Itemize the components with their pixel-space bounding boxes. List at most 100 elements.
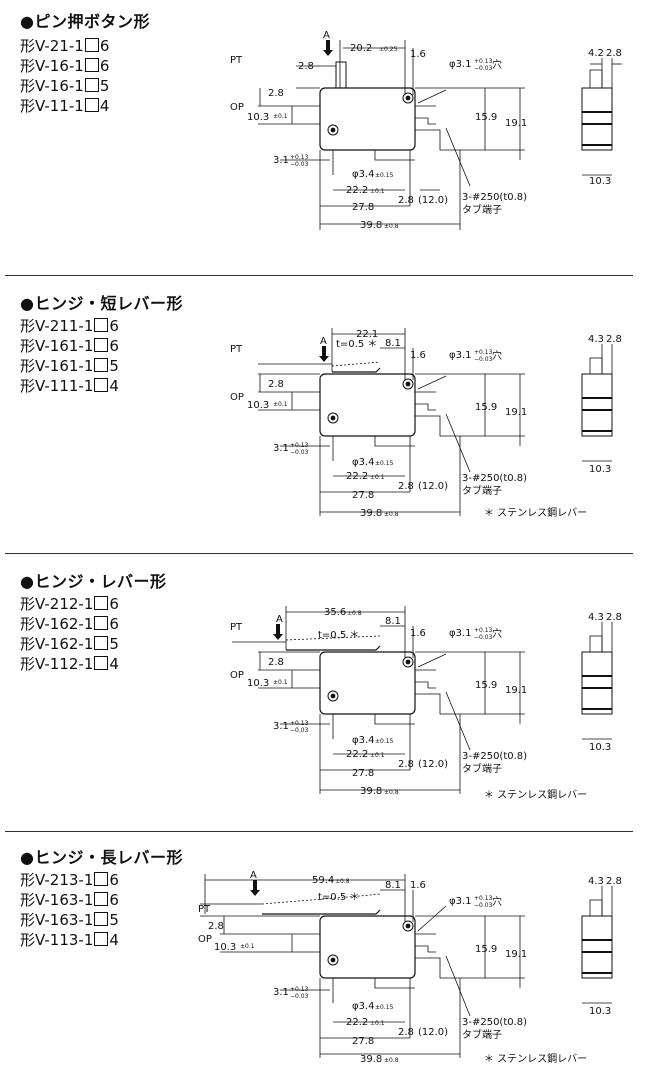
placeholder-box [94, 912, 109, 926]
actuation-arrow-icon [250, 880, 260, 896]
svg-text:10.3: 10.3 [589, 1006, 611, 1017]
footnote: ＊ ステンレス鋼レバー [484, 1052, 587, 1065]
svg-text:+0.13: +0.13 [474, 627, 493, 634]
svg-text:φ3.1: φ3.1 [449, 628, 472, 639]
section-title: ●ヒンジ・レバー形 [20, 572, 167, 591]
svg-text:10.3: 10.3 [247, 112, 269, 123]
pin-plunger-drawing: A 20.2 ±0.25 1.6 2.8 PT 2.8 OP 10.3 ±0.1… [230, 30, 622, 231]
svg-text:3.1: 3.1 [273, 155, 289, 166]
svg-text:±0.1: ±0.1 [273, 401, 288, 408]
svg-text:OP: OP [198, 934, 212, 945]
placeholder-box [94, 358, 109, 372]
svg-text:−0.03: −0.03 [290, 993, 309, 1000]
short-hinge-lever-drawing: A t=0.5 ＊ 22.1 8.1 1.6 PT 2.8 OP 10.3 ±0… [230, 328, 622, 519]
svg-text:39.8: 39.8 [360, 786, 382, 797]
svg-text:OP: OP [230, 102, 244, 113]
svg-text:φ3.4: φ3.4 [352, 169, 375, 180]
svg-text:±0.1: ±0.1 [370, 474, 385, 481]
svg-text:PT: PT [230, 55, 243, 66]
svg-text:φ3.4: φ3.4 [352, 735, 375, 746]
svg-text:±0.1: ±0.1 [370, 752, 385, 759]
svg-text:+0.13: +0.13 [290, 154, 309, 161]
svg-text:8.1: 8.1 [385, 616, 401, 627]
svg-text:φ3.1: φ3.1 [449, 59, 472, 70]
svg-text:3.1: 3.1 [273, 721, 289, 732]
placeholder-box [84, 58, 99, 72]
svg-text:φ3.4: φ3.4 [352, 1001, 375, 1012]
svg-text:(12.0): (12.0) [418, 195, 448, 206]
svg-text:2.8: 2.8 [398, 1027, 414, 1038]
placeholder-box [84, 78, 99, 92]
section-title: ●ヒンジ・長レバー形 [20, 848, 183, 867]
svg-text:±0.8: ±0.8 [384, 789, 399, 796]
svg-text:穴: 穴 [492, 349, 502, 362]
svg-text:OP: OP [230, 670, 244, 681]
svg-text:27.8: 27.8 [352, 490, 374, 501]
svg-text:3-#250(t0.8): 3-#250(t0.8) [462, 751, 527, 762]
svg-text:A: A [250, 870, 257, 881]
svg-text:±0.1: ±0.1 [370, 188, 385, 195]
placeholder-box [94, 636, 109, 650]
section-title: ●ヒンジ・短レバー形 [20, 294, 183, 313]
terminal-bottom [374, 150, 415, 161]
switch-body [319, 87, 416, 151]
svg-text:−0.03: −0.03 [474, 356, 493, 363]
svg-text:±0.8: ±0.8 [384, 511, 399, 518]
svg-text:1.6: 1.6 [410, 350, 426, 361]
svg-text:15.9: 15.9 [475, 112, 497, 123]
svg-text:2.8: 2.8 [268, 657, 284, 668]
lever [262, 909, 381, 915]
svg-text:±0.8: ±0.8 [384, 223, 399, 230]
svg-text:2.8: 2.8 [606, 48, 622, 59]
svg-text:タブ端子: タブ端子 [462, 762, 502, 775]
svg-text:3-#250(t0.8): 3-#250(t0.8) [462, 1017, 527, 1028]
svg-text:−0.03: −0.03 [474, 65, 493, 72]
svg-text:(12.0): (12.0) [418, 759, 448, 770]
svg-text:22.2: 22.2 [346, 749, 368, 760]
actuation-arrow-icon [323, 40, 333, 56]
svg-text:22.2: 22.2 [346, 1017, 368, 1028]
svg-text:±0.8: ±0.8 [347, 610, 362, 617]
svg-text:±0.15: ±0.15 [375, 460, 394, 467]
svg-text:27.8: 27.8 [352, 768, 374, 779]
svg-text:3-#250(t0.8): 3-#250(t0.8) [462, 473, 527, 484]
svg-text:2.8: 2.8 [298, 61, 314, 72]
svg-text:+0.13: +0.13 [290, 442, 309, 449]
svg-text:27.8: 27.8 [352, 202, 374, 213]
placeholder-box [94, 338, 109, 352]
svg-text:10.3: 10.3 [247, 400, 269, 411]
placeholder-box [94, 932, 109, 946]
svg-text:10.3: 10.3 [214, 942, 236, 953]
svg-text:±0.15: ±0.15 [375, 1004, 394, 1011]
footnote: ＊ ステンレス鋼レバー [484, 506, 587, 519]
svg-text:22.2: 22.2 [346, 471, 368, 482]
switch-body [319, 373, 416, 437]
svg-text:15.9: 15.9 [475, 680, 497, 691]
svg-text:+0.13: +0.13 [474, 349, 493, 356]
lever [332, 367, 381, 373]
svg-text:1.6: 1.6 [410, 880, 426, 891]
svg-text:PT: PT [230, 622, 243, 633]
svg-text:10.3: 10.3 [589, 176, 611, 187]
svg-text:39.8: 39.8 [360, 508, 382, 519]
svg-text:±0.1: ±0.1 [370, 1020, 385, 1027]
section-divider [5, 553, 633, 554]
svg-text:OP: OP [230, 392, 244, 403]
placeholder-box [94, 378, 109, 392]
svg-text:8.1: 8.1 [385, 880, 401, 891]
svg-text:PT: PT [230, 344, 243, 355]
svg-text:22.2: 22.2 [346, 185, 368, 196]
section-divider [5, 275, 633, 276]
svg-text:35.6: 35.6 [324, 607, 346, 618]
